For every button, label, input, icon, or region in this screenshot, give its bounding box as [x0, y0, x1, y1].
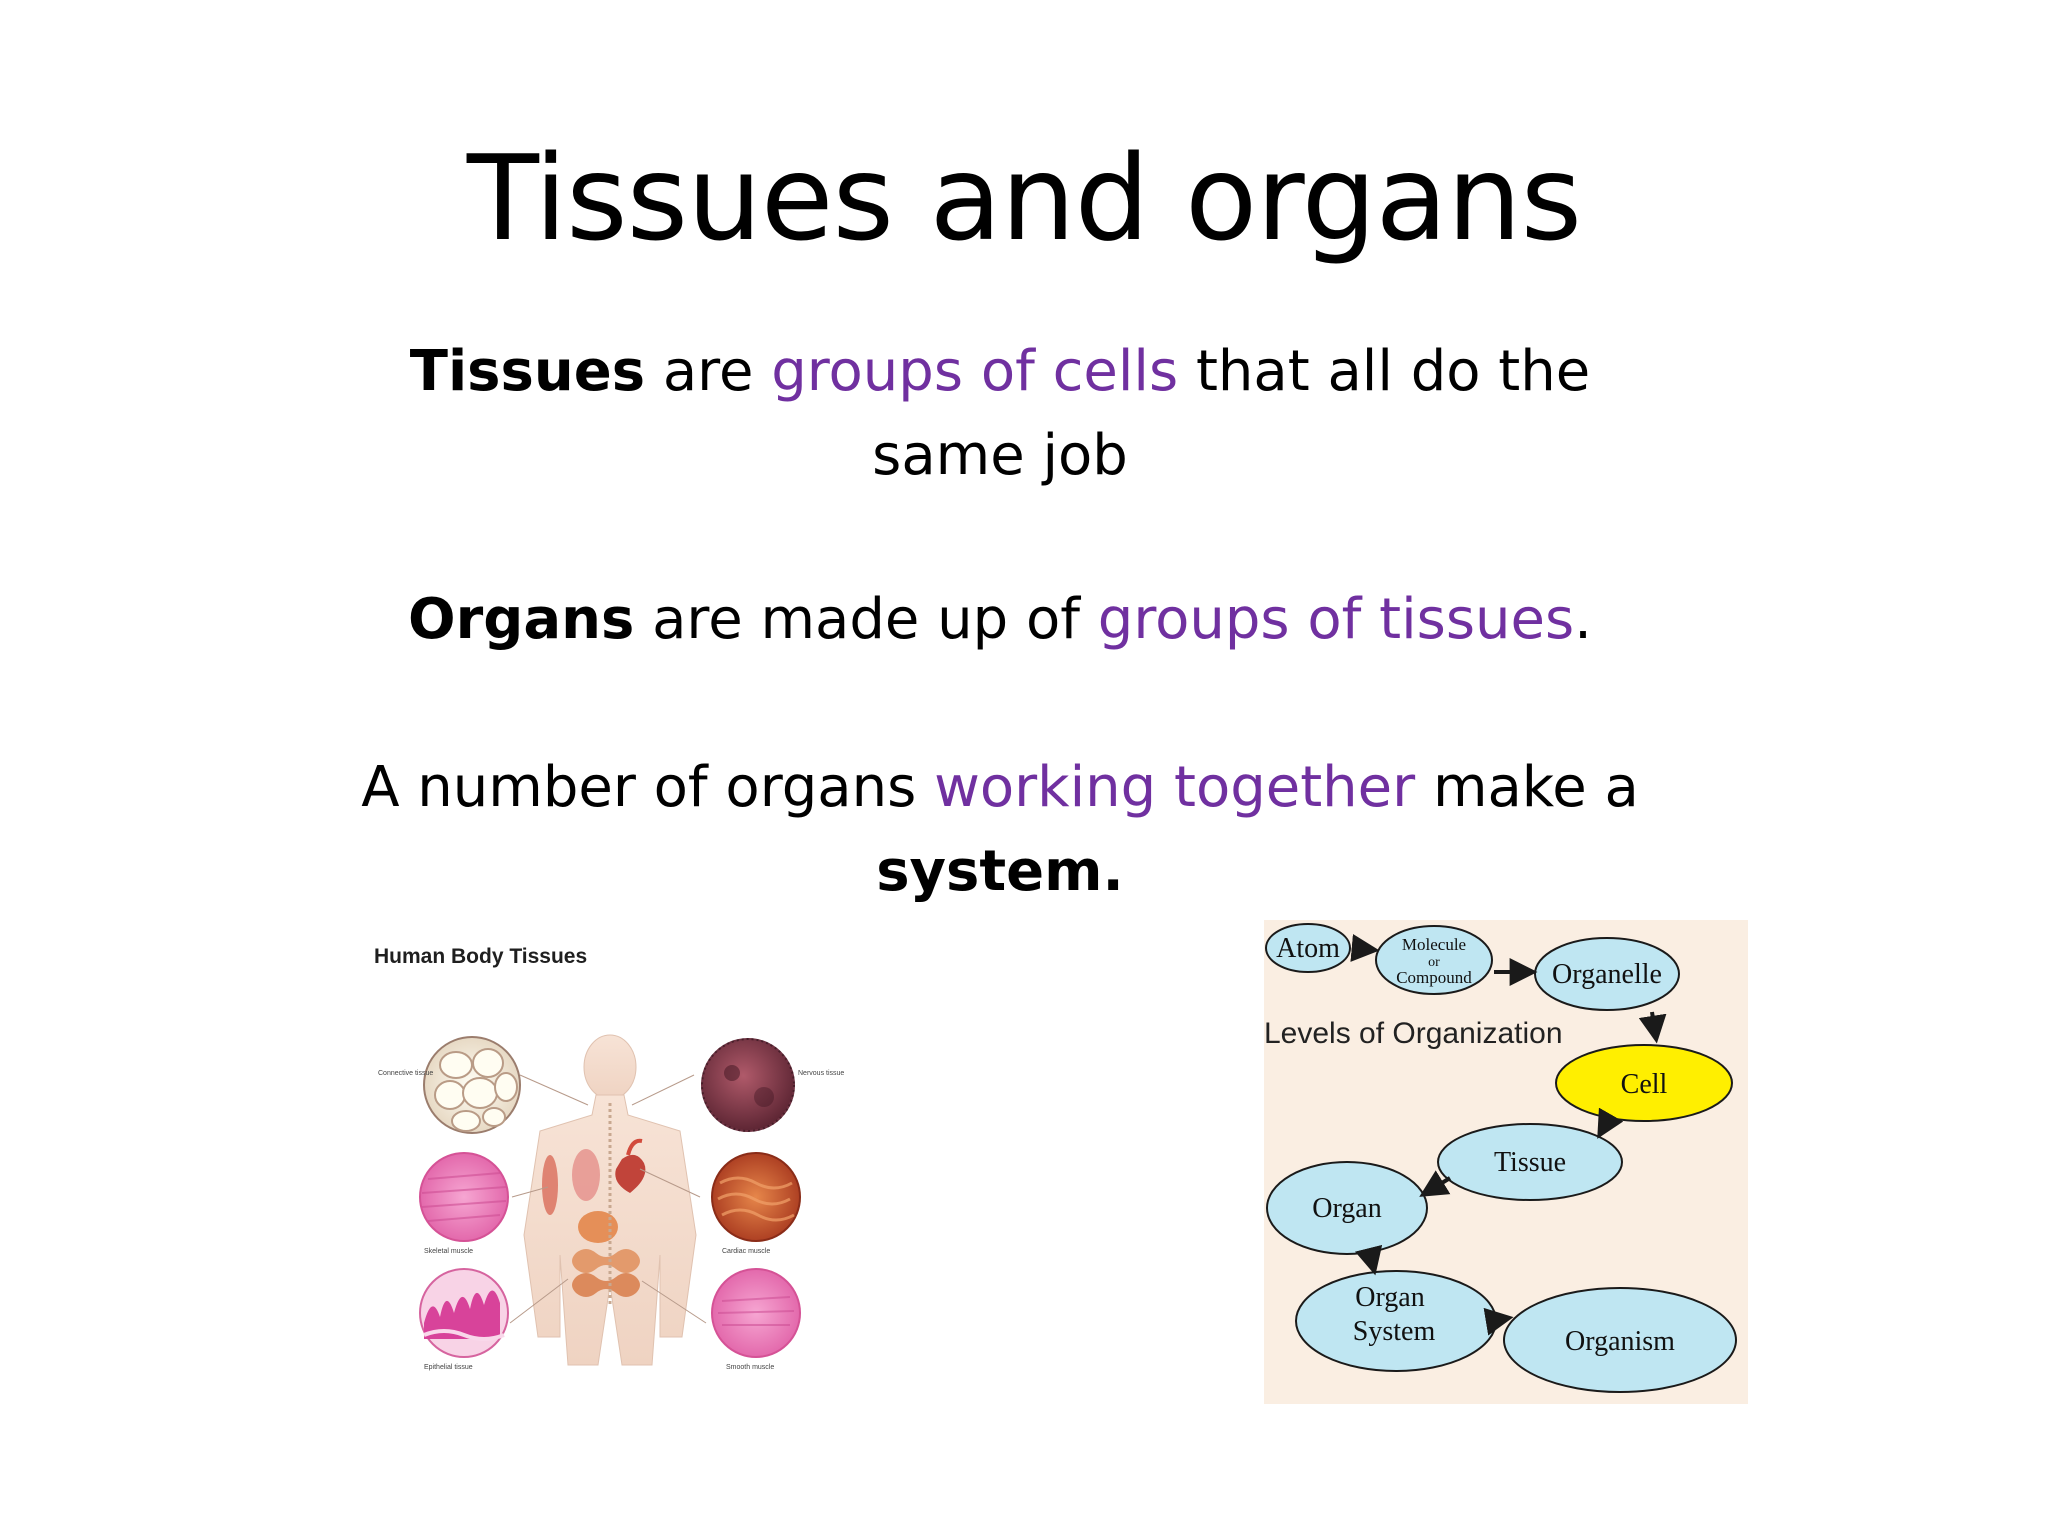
label-cell: Cell — [1621, 1069, 1668, 1100]
system-text-a: A number of organs — [361, 755, 935, 820]
level-arrows — [1350, 934, 1667, 1336]
node-atom — [1265, 923, 1351, 973]
skeletal-muscle-image — [419, 1152, 509, 1242]
node-tissue — [1437, 1123, 1623, 1201]
tissues-term: Tissues — [409, 339, 646, 404]
organs-highlight: groups of tissues — [1097, 587, 1575, 652]
human-body-tissues-figure: Human Body Tissues — [360, 935, 860, 1415]
node-organism — [1503, 1287, 1737, 1393]
slide-title: Tissues and organs — [466, 129, 1582, 267]
node-organ — [1266, 1161, 1428, 1255]
label-smooth: Smooth muscle — [726, 1364, 774, 1371]
organs-text-a: are made up of — [634, 587, 1098, 652]
organs-definition: Organs are made up of groups of tissues. — [330, 578, 1670, 662]
levels-title: Levels of Organization — [1264, 1017, 1563, 1050]
cardiac-muscle-image — [711, 1152, 801, 1242]
nervous-tissue-image — [701, 1038, 795, 1132]
label-organ-system-2: System — [1353, 1316, 1436, 1347]
label-epithelial: Epithelial tissue — [424, 1364, 473, 1371]
node-cell — [1555, 1044, 1733, 1122]
label-molecule-1: Molecule — [1402, 935, 1466, 954]
tissues-text-a: are — [645, 339, 772, 404]
label-organ: Organ — [1312, 1193, 1381, 1224]
tissue-figure-title: Human Body Tissues — [374, 945, 588, 968]
tissues-definition: Tissues are groups of cells that all do … — [330, 330, 1670, 498]
label-organelle: Organelle — [1552, 959, 1662, 990]
label-organism: Organism — [1565, 1326, 1675, 1357]
levels-of-organization-diagram: Atom Molecule or Compound Organelle Cell… — [1264, 920, 1748, 1404]
label-atom: Atom — [1276, 933, 1340, 964]
system-text-b: make a — [1415, 755, 1639, 820]
body-silhouette — [509, 1034, 707, 1366]
label-molecule-3: Compound — [1396, 968, 1472, 987]
system-highlight: working together — [934, 755, 1416, 820]
organs-text-b: . — [1574, 587, 1592, 652]
levels-diagram-svg: Atom Molecule or Compound Organelle Cell… — [1264, 923, 1737, 1393]
smooth-muscle-image — [711, 1268, 801, 1358]
epithelial-tissue-image — [419, 1268, 509, 1358]
organs-term: Organs — [408, 587, 635, 652]
tissue-illustration: Connective tissue Nervous tissue Skeleta… — [378, 1034, 844, 1371]
label-cardiac: Cardiac muscle — [722, 1248, 770, 1255]
connective-tissue-image — [423, 1036, 521, 1134]
tissues-text-b: that all do the same job — [872, 339, 1591, 488]
label-organ-system-1: Organ — [1355, 1282, 1424, 1313]
tissues-highlight: groups of cells — [771, 339, 1179, 404]
label-molecule-2: or — [1428, 955, 1440, 970]
system-definition: A number of organs working together make… — [330, 746, 1670, 914]
system-term: system. — [876, 839, 1124, 904]
label-skeletal: Skeletal muscle — [424, 1248, 473, 1255]
label-nervous: Nervous tissue — [798, 1070, 844, 1077]
label-tissue: Tissue — [1494, 1147, 1566, 1178]
label-connective: Connective tissue — [378, 1070, 433, 1077]
